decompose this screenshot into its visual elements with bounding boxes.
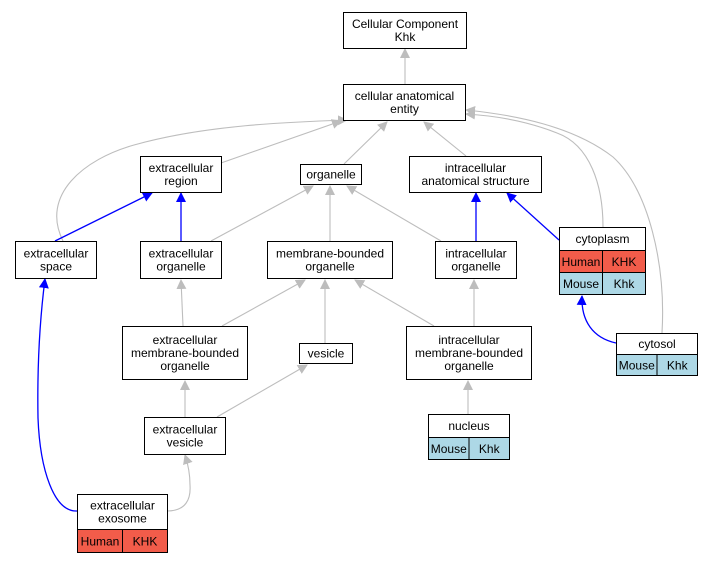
grey-edge-14 (221, 279, 306, 327)
node-label: intracellular (445, 161, 506, 175)
node-label: nucleus (448, 419, 489, 433)
blue-edge-19 (576, 295, 617, 344)
node-label: extracellular (153, 333, 218, 347)
gene-label: KHK (612, 255, 637, 269)
grey-edge-3 (423, 121, 467, 157)
grey-edge-1 (220, 119, 342, 164)
node-label: Cellular Component (352, 17, 459, 31)
node-label: intracellular (445, 247, 506, 261)
node-box (343, 12, 467, 49)
blue-edge-24 (37, 278, 78, 512)
gene-label: KHK (133, 535, 158, 549)
node-label: organelle (451, 260, 501, 274)
node-label: intracellular (438, 333, 499, 347)
grey-edge-20 (216, 364, 308, 418)
node-box (299, 343, 353, 364)
node-box (300, 164, 362, 185)
grey-edge-17 (354, 279, 435, 327)
node-label: extracellular (149, 247, 214, 261)
species-label: Mouse (431, 442, 467, 456)
node-label: organelle (156, 260, 206, 274)
gene-badge (656, 354, 698, 376)
gene-badge (602, 272, 646, 295)
node-label: cytoplasm (575, 232, 629, 246)
node-box (406, 326, 532, 380)
grey-edge-7 (210, 185, 314, 242)
node-label: organelle (306, 168, 356, 182)
grey-edge-4 (56, 115, 348, 242)
node-label: cytosol (638, 337, 675, 351)
grey-edge-12 (465, 109, 604, 228)
node-label: membrane-bounded (276, 247, 384, 261)
node-label: space (40, 260, 72, 274)
node-box (435, 241, 517, 279)
node-box (343, 84, 466, 121)
node-box (140, 156, 222, 193)
node-label: extracellular (24, 247, 89, 261)
gene-badge (468, 437, 510, 460)
node-label: membrane-bounded (415, 346, 523, 360)
blue-edge-6 (54, 192, 153, 242)
node-org[interactable]: organelle (300, 164, 362, 185)
grey-edge-2 (343, 121, 388, 165)
node-label: extracellular (153, 423, 218, 437)
node-box (15, 241, 97, 279)
node-box (122, 326, 248, 380)
node-box (409, 156, 542, 193)
gene-label: Khk (667, 359, 689, 373)
gene-badge (122, 529, 168, 553)
grey-edge-16 (176, 279, 187, 327)
species-label: Mouse (619, 359, 655, 373)
node-label: organelle (160, 359, 210, 373)
node-label: vesicle (308, 347, 345, 361)
gene-label: Khk (614, 277, 636, 291)
node-label: extracellular (149, 161, 214, 175)
node-label: organelle (305, 260, 355, 274)
node-label: entity (390, 102, 419, 116)
blue-edge-11 (506, 192, 560, 241)
node-label: anatomical structure (421, 174, 529, 188)
node-ves[interactable]: vesicle (299, 343, 353, 364)
node-label: organelle (444, 359, 494, 373)
node-box (140, 241, 222, 279)
species-label: Human (81, 535, 120, 549)
node-label: extracellular (90, 499, 155, 513)
gene-label: Khk (479, 442, 501, 456)
grey-edge-23 (166, 454, 193, 512)
node-label: region (164, 174, 197, 188)
species-label: Human (562, 255, 601, 269)
node-label: membrane-bounded (131, 346, 239, 360)
node-box (267, 241, 393, 279)
grey-edge-9 (346, 185, 442, 242)
node-label: Khk (395, 30, 417, 44)
species-label: Mouse (563, 277, 599, 291)
node-label: vesicle (167, 436, 204, 450)
grey-edge-13 (465, 105, 664, 334)
node-box (144, 417, 226, 455)
edges-layer (37, 48, 664, 512)
node-label: exosome (98, 512, 147, 526)
node-label: cellular anatomical (355, 89, 454, 103)
